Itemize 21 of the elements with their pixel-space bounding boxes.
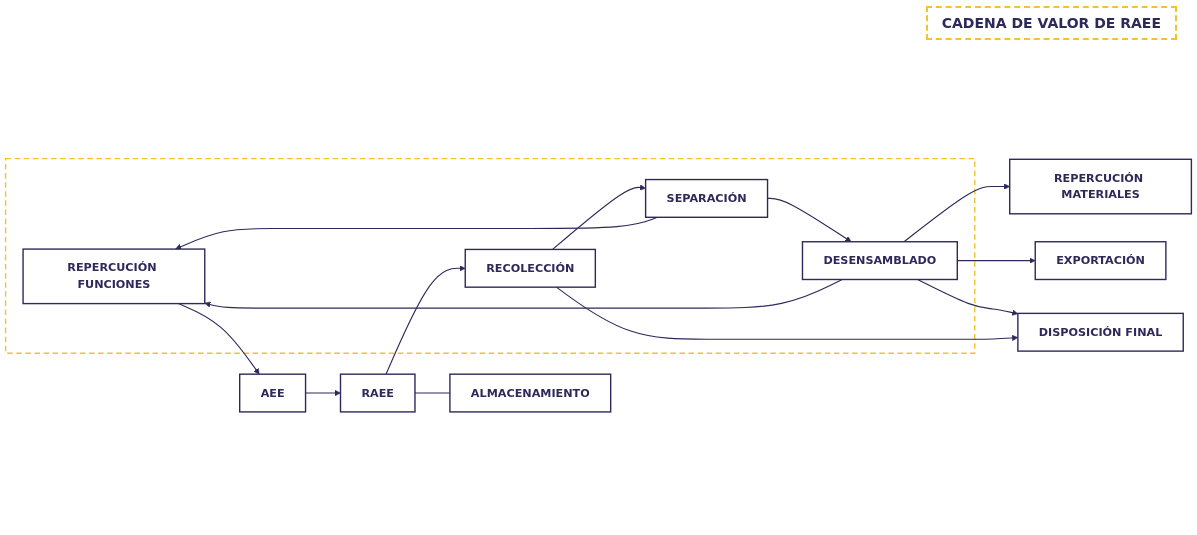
arrow — [917, 278, 1019, 316]
node-box: ALMACENAMIENTO — [449, 373, 612, 413]
arrow — [767, 197, 852, 242]
arrow — [903, 183, 1010, 243]
node-box: AEE — [239, 373, 307, 413]
arrow — [385, 265, 466, 375]
arrow — [177, 302, 260, 375]
cluster — [4, 157, 976, 354]
node-box: DISPOSICIÓN FINAL — [1017, 312, 1184, 352]
arrow — [552, 184, 646, 250]
node-box: DESENSAMBLADO — [801, 240, 958, 280]
arrow — [175, 216, 658, 250]
arrow — [204, 278, 843, 309]
node-box: REPERCUCIÓN MATERIALES — [1009, 158, 1193, 215]
node-box: EXPORTACIÓN — [1034, 240, 1167, 280]
arrow — [305, 389, 341, 396]
node-box: RAEE — [339, 373, 416, 413]
legend-label: CADENA DE VALOR DE RAEE — [941, 15, 1161, 31]
node-box: SEPARACIÓN — [644, 178, 769, 218]
node-box: REPERCUCIÓN FUNCIONES — [22, 248, 206, 305]
node-box: RECOLECCIÓN — [464, 248, 597, 288]
